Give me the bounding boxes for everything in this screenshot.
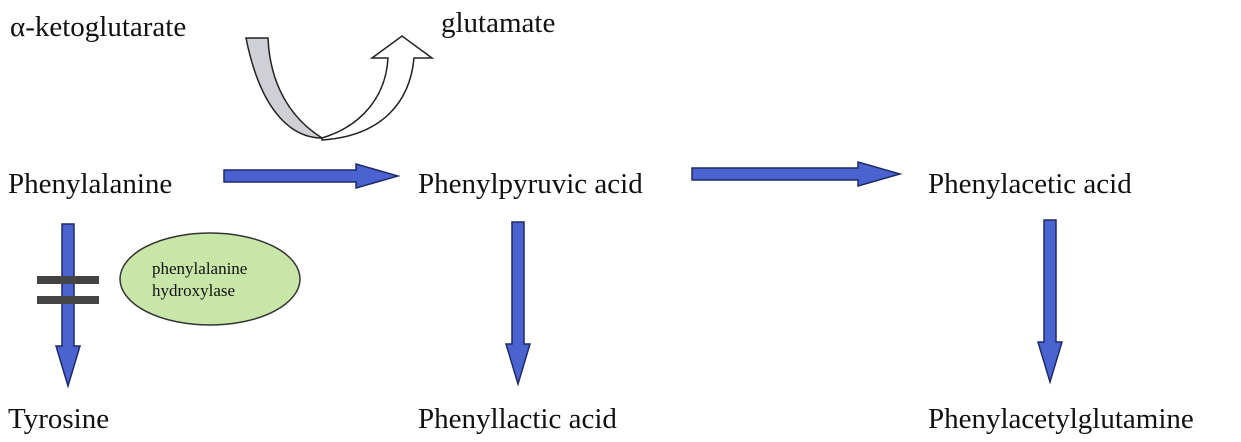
node-phenyllactic-acid: Phenyllactic acid (418, 403, 617, 435)
node-phenylacetylglutamine: Phenylacetylglutamine (928, 403, 1194, 435)
enzyme-label: phenylalanine hydroxylase (120, 258, 300, 302)
arrow-pac-to-pag (1036, 219, 1064, 385)
node-alpha-ketoglutarate: α-ketoglutarate (10, 11, 187, 43)
arrow-phe-to-tyr (54, 223, 82, 389)
node-tyrosine: Tyrosine (8, 403, 110, 435)
block-bar-bottom (37, 296, 99, 304)
arrow-phe-to-ppa (223, 163, 401, 189)
node-phenylalanine: Phenylalanine (8, 168, 173, 200)
cosubstrate-arrow (245, 35, 435, 141)
enzyme-label-line1: phenylalanine (152, 259, 248, 278)
arrow-ppa-to-pla (504, 221, 532, 387)
node-phenylpyruvic-acid: Phenylpyruvic acid (418, 168, 643, 200)
enzyme-label-line2: hydroxylase (152, 281, 236, 300)
cosubstrate-arc-out (321, 35, 435, 141)
node-glutamate: glutamate (441, 7, 556, 39)
cosubstrate-arc-in (245, 37, 325, 139)
enzyme-ellipse (119, 232, 301, 326)
block-marker-icon (37, 276, 99, 304)
node-phenylacetic-acid: Phenylacetic acid (928, 168, 1132, 200)
block-bar-top (37, 276, 99, 284)
arrow-ppa-to-pac (691, 161, 903, 187)
